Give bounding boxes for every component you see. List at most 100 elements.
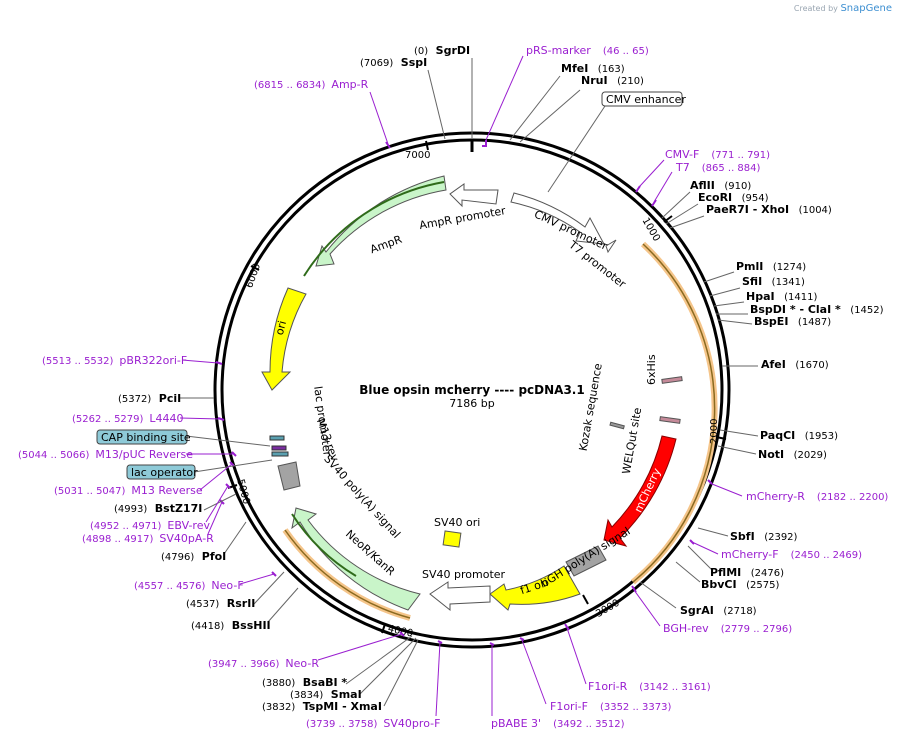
t7-promoter-arrow — [605, 239, 617, 254]
leader-rsrii — [253, 571, 285, 605]
primer-bgh-rev[interactable]: BGH-rev(2779 .. 2796) — [663, 622, 792, 635]
leader-sfii — [709, 287, 741, 297]
primer-cmv-f[interactable]: CMV-F(771 .. 791) — [665, 148, 770, 161]
enzyme-aflii[interactable]: AflII (910) — [690, 179, 751, 192]
leader-bsshii — [267, 587, 299, 623]
leader-pflmi — [687, 545, 713, 571]
pleader-neor — [317, 633, 403, 661]
enzyme-mfei[interactable]: MfeI (163) — [561, 62, 625, 75]
leader-sgrai — [639, 581, 677, 609]
enzyme-sgrdi[interactable]: (0) SgrDI — [414, 44, 470, 57]
pleader-m13rev — [199, 463, 233, 491]
features — [261, 175, 683, 612]
label-lac-operator: lac operator — [131, 466, 198, 479]
enzyme-xhoi[interactable]: PaeR7I - XhoI (1004) — [706, 203, 832, 216]
boxed-labels: CMV enhancer CAP binding site lac operat… — [96, 91, 686, 480]
enzyme-clai[interactable]: BspDI * - ClaI * (1452) — [750, 303, 884, 316]
enzyme-bsabi[interactable]: (3880) BsaBI * — [262, 676, 347, 689]
primer-prs-marker[interactable]: pRS-marker(46 .. 65) — [526, 44, 649, 57]
enzyme-bsshii[interactable]: (4418) BssHII — [191, 619, 271, 632]
enzyme-pfoi[interactable]: (4796) PfoI — [161, 550, 226, 563]
pleader-ebvrev — [205, 485, 229, 523]
credit-brand: SnapGene — [840, 3, 892, 14]
primer-amp-r[interactable]: (6815 .. 6834)Amp-R — [254, 78, 369, 91]
leader-hpai — [713, 301, 745, 307]
leader-bbvci — [675, 561, 701, 583]
cap-site-mark — [269, 435, 285, 441]
mcherry-arrow — [603, 435, 677, 547]
enzyme-smai[interactable]: (3834) SmaI — [290, 688, 362, 701]
tick-label-2000: 2000 — [709, 419, 720, 444]
primer-f1ori-f[interactable]: F1ori-F(3352 .. 3373) — [550, 700, 671, 713]
primer-neo-r[interactable]: (3947 .. 3966)Neo-R — [208, 657, 319, 670]
sv40-promoter-arrow — [429, 581, 491, 612]
primer-pbr322ori-f[interactable]: (5513 .. 5532)pBR322ori-F — [42, 354, 187, 367]
primer-mcherry-r[interactable]: mCherry-R(2182 .. 2200) — [746, 490, 888, 503]
enzyme-pcii[interactable]: (5372) PciI — [118, 392, 181, 405]
leader-sspi — [427, 69, 446, 140]
enzyme-leaders — [180, 58, 759, 707]
leader-noti — [717, 445, 757, 455]
tick-7000 — [425, 140, 429, 151]
primer-sv40pro-f[interactable]: (3739 .. 3758)SV40pro-F — [306, 717, 440, 730]
enzyme-pflmi[interactable]: PflMI (2476) — [710, 566, 784, 579]
primer-leaders — [179, 55, 743, 717]
enzyme-sbfi[interactable]: SbfI (2392) — [730, 530, 798, 543]
leader-xmai — [383, 639, 419, 707]
enzyme-bbvci[interactable]: BbvCI (2575) — [701, 578, 779, 591]
leader-nrui — [519, 89, 581, 143]
tick-4000 — [381, 623, 386, 634]
label-ori: ori — [273, 319, 289, 336]
enzyme-bspei[interactable]: BspEI (1487) — [754, 315, 831, 328]
enzyme-rsrii[interactable]: (4537) RsrII — [186, 597, 255, 610]
label-sv40-promoter: SV40 promoter — [422, 568, 506, 581]
primer-l4440[interactable]: (5262 .. 5279)L4440 — [72, 412, 184, 425]
enzyme-nrui[interactable]: NruI (210) — [581, 74, 644, 87]
enzyme-afei[interactable]: AfeI (1670) — [761, 358, 829, 371]
enzyme-paqci[interactable]: PaqCI (1953) — [760, 429, 838, 442]
m13-rev-mark — [271, 445, 287, 451]
pleader-bghrev — [633, 589, 661, 627]
primer-m13puc-reverse[interactable]: (5044 .. 5066)M13/pUC Reverse — [18, 448, 193, 461]
leader-cap — [185, 435, 271, 447]
pleader-prs — [485, 55, 524, 141]
enzyme-sspi[interactable]: (7069) SspI — [360, 56, 427, 69]
primer-m13-reverse[interactable]: (5031 .. 5047)M13 Reverse — [54, 484, 203, 497]
enzyme-ecori[interactable]: EcoRI (954) — [698, 191, 769, 204]
pleader-l4440 — [179, 417, 221, 420]
primer-f1ori-r[interactable]: F1ori-R(3142 .. 3161) — [588, 680, 711, 693]
lac-operator-box — [126, 464, 196, 480]
enzyme-pmli[interactable]: PmlI (1274) — [736, 260, 806, 273]
primer-mcherry-f[interactable]: mCherry-F(2450 .. 2469) — [721, 548, 862, 561]
enzyme-xmai[interactable]: (3832) TspMI - XmaI — [262, 700, 382, 713]
leader-bsabi — [345, 635, 413, 685]
primer-ebv-rev[interactable]: (4952 .. 4971)EBV-rev — [90, 519, 210, 532]
primer-t7[interactable]: T7(865 .. 884) — [675, 161, 761, 174]
leader-bspei — [717, 319, 753, 325]
bgh-polya-box — [565, 545, 607, 577]
enzyme-noti[interactable]: NotI (2029) — [758, 448, 827, 461]
tick-3000 — [582, 594, 589, 605]
pleader-neof — [239, 573, 275, 585]
label-kozak: Kozak sequence — [577, 362, 605, 452]
primer-mark-pbr322ori-f — [215, 361, 223, 365]
label-welqut: WELQut site — [620, 406, 645, 475]
primer-sv40pa-r[interactable]: (4898 .. 4917)SV40pA-R — [82, 532, 214, 545]
orf-arc-mcherry-core — [632, 243, 716, 583]
label-sv40-ori: SV40 ori — [434, 516, 480, 529]
enzyme-sfii[interactable]: SfiI (1341) — [742, 275, 805, 288]
pleader-sv40prof — [435, 641, 441, 717]
primer-neo-f[interactable]: (4557 .. 4576)Neo-F — [134, 579, 244, 592]
pleader-mcherryr — [711, 483, 743, 497]
enzyme-bstz17i[interactable]: (4993) BstZ17I — [114, 502, 202, 515]
cmv-promoter-arrow — [510, 192, 605, 245]
leader-aflii — [661, 191, 691, 219]
enzyme-hpai[interactable]: HpaI (1411) — [746, 290, 817, 303]
label-bgh: bGH poly(A) signal — [539, 525, 633, 590]
enzyme-sgrai[interactable]: SgrAI (2718) — [680, 604, 757, 617]
primer-mark-cmv-f — [635, 185, 641, 193]
tick-label-1000: 1000 — [640, 216, 662, 244]
leader-smai — [359, 637, 417, 695]
plasmid-name: Blue opsin mcherry ---- pcDNA3.1 — [359, 383, 584, 397]
primer-pbabe3[interactable]: pBABE 3'(3492 .. 3512) — [491, 717, 625, 730]
